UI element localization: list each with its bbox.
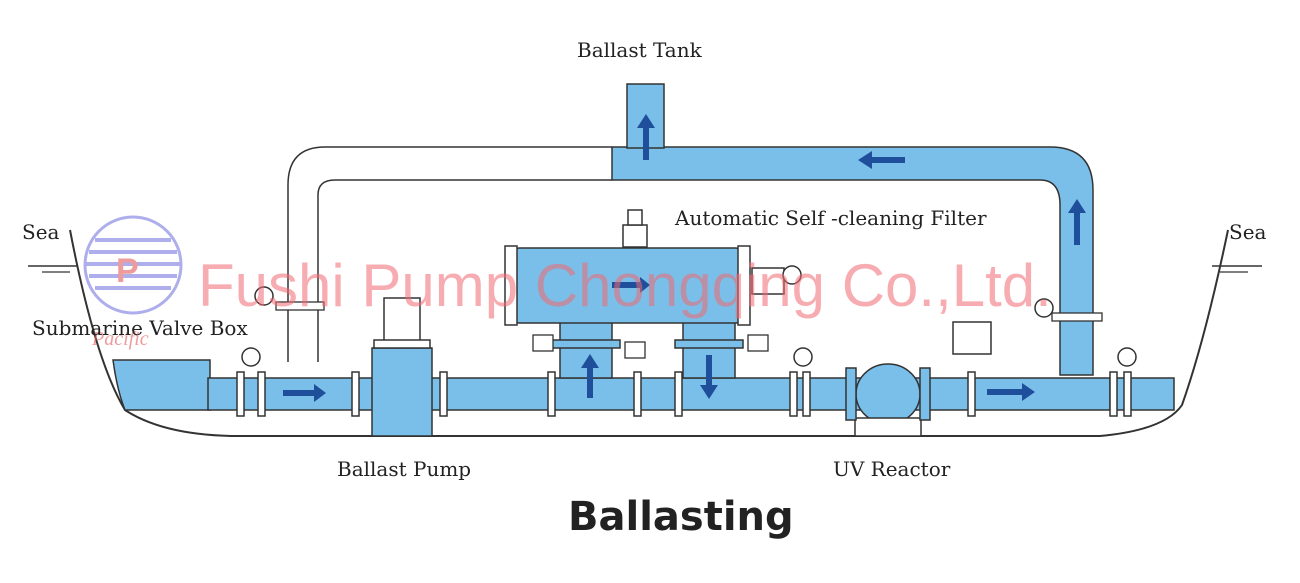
label-ballast-tank: Ballast Tank: [577, 38, 703, 62]
filter-motor: [622, 224, 648, 248]
solenoid-valve-3: [747, 334, 769, 352]
uv-reactor-flange-left: [845, 367, 857, 421]
solenoid-valve-1: [532, 334, 554, 352]
bypass-pipe-inner: [317, 179, 612, 362]
label-uv-reactor: UV Reactor: [833, 457, 951, 481]
bypass-valve-left: [275, 301, 325, 311]
submarine-valve-box: [112, 359, 211, 411]
company-logo: P: [83, 215, 183, 315]
watermark-text: Fushi Pump Chongqing Co.,Ltd.: [198, 252, 1052, 319]
return-pipe: [611, 146, 1094, 376]
label-submarine-valve-box: Submarine Valve Box: [32, 316, 248, 340]
ship-hull: [69, 229, 1229, 437]
label-sea-right: Sea: [1229, 220, 1267, 244]
valve-handwheels: [241, 286, 1137, 367]
filter-motor-top: [627, 209, 643, 226]
solenoid-valve-2: [624, 341, 646, 359]
valve-flanges: [236, 371, 1132, 417]
bypass-valve-right: [1051, 312, 1103, 322]
bypass-pipe-outline: [287, 146, 612, 362]
svg-text:P: P: [116, 252, 139, 290]
filter-drain-valve: [751, 267, 785, 295]
ballast-pump-flange-top: [373, 339, 431, 349]
uv-reactor-base: [854, 417, 922, 437]
ballast-pump-casing: [371, 347, 433, 437]
filter-drain-handwheel: [782, 265, 802, 285]
logo-text: Pacific: [91, 328, 149, 350]
label-ballast-pump: Ballast Pump: [337, 457, 471, 481]
filter-end-cap-right: [737, 245, 751, 326]
uv-control-box: [952, 321, 992, 355]
flow-arrows: [283, 114, 1086, 402]
uv-reactor-body: [855, 363, 921, 425]
filter-outlet-flange: [674, 339, 744, 349]
filter-inlet-flange: [551, 339, 621, 349]
label-automatic-filter: Automatic Self -cleaning Filter: [674, 206, 987, 230]
filter-end-cap-left: [504, 245, 518, 326]
sea-outlet-right: [1111, 377, 1175, 411]
diagram-title: Ballasting: [568, 494, 794, 540]
label-sea-left: Sea: [22, 220, 60, 244]
uv-reactor-flange-right: [919, 367, 931, 421]
